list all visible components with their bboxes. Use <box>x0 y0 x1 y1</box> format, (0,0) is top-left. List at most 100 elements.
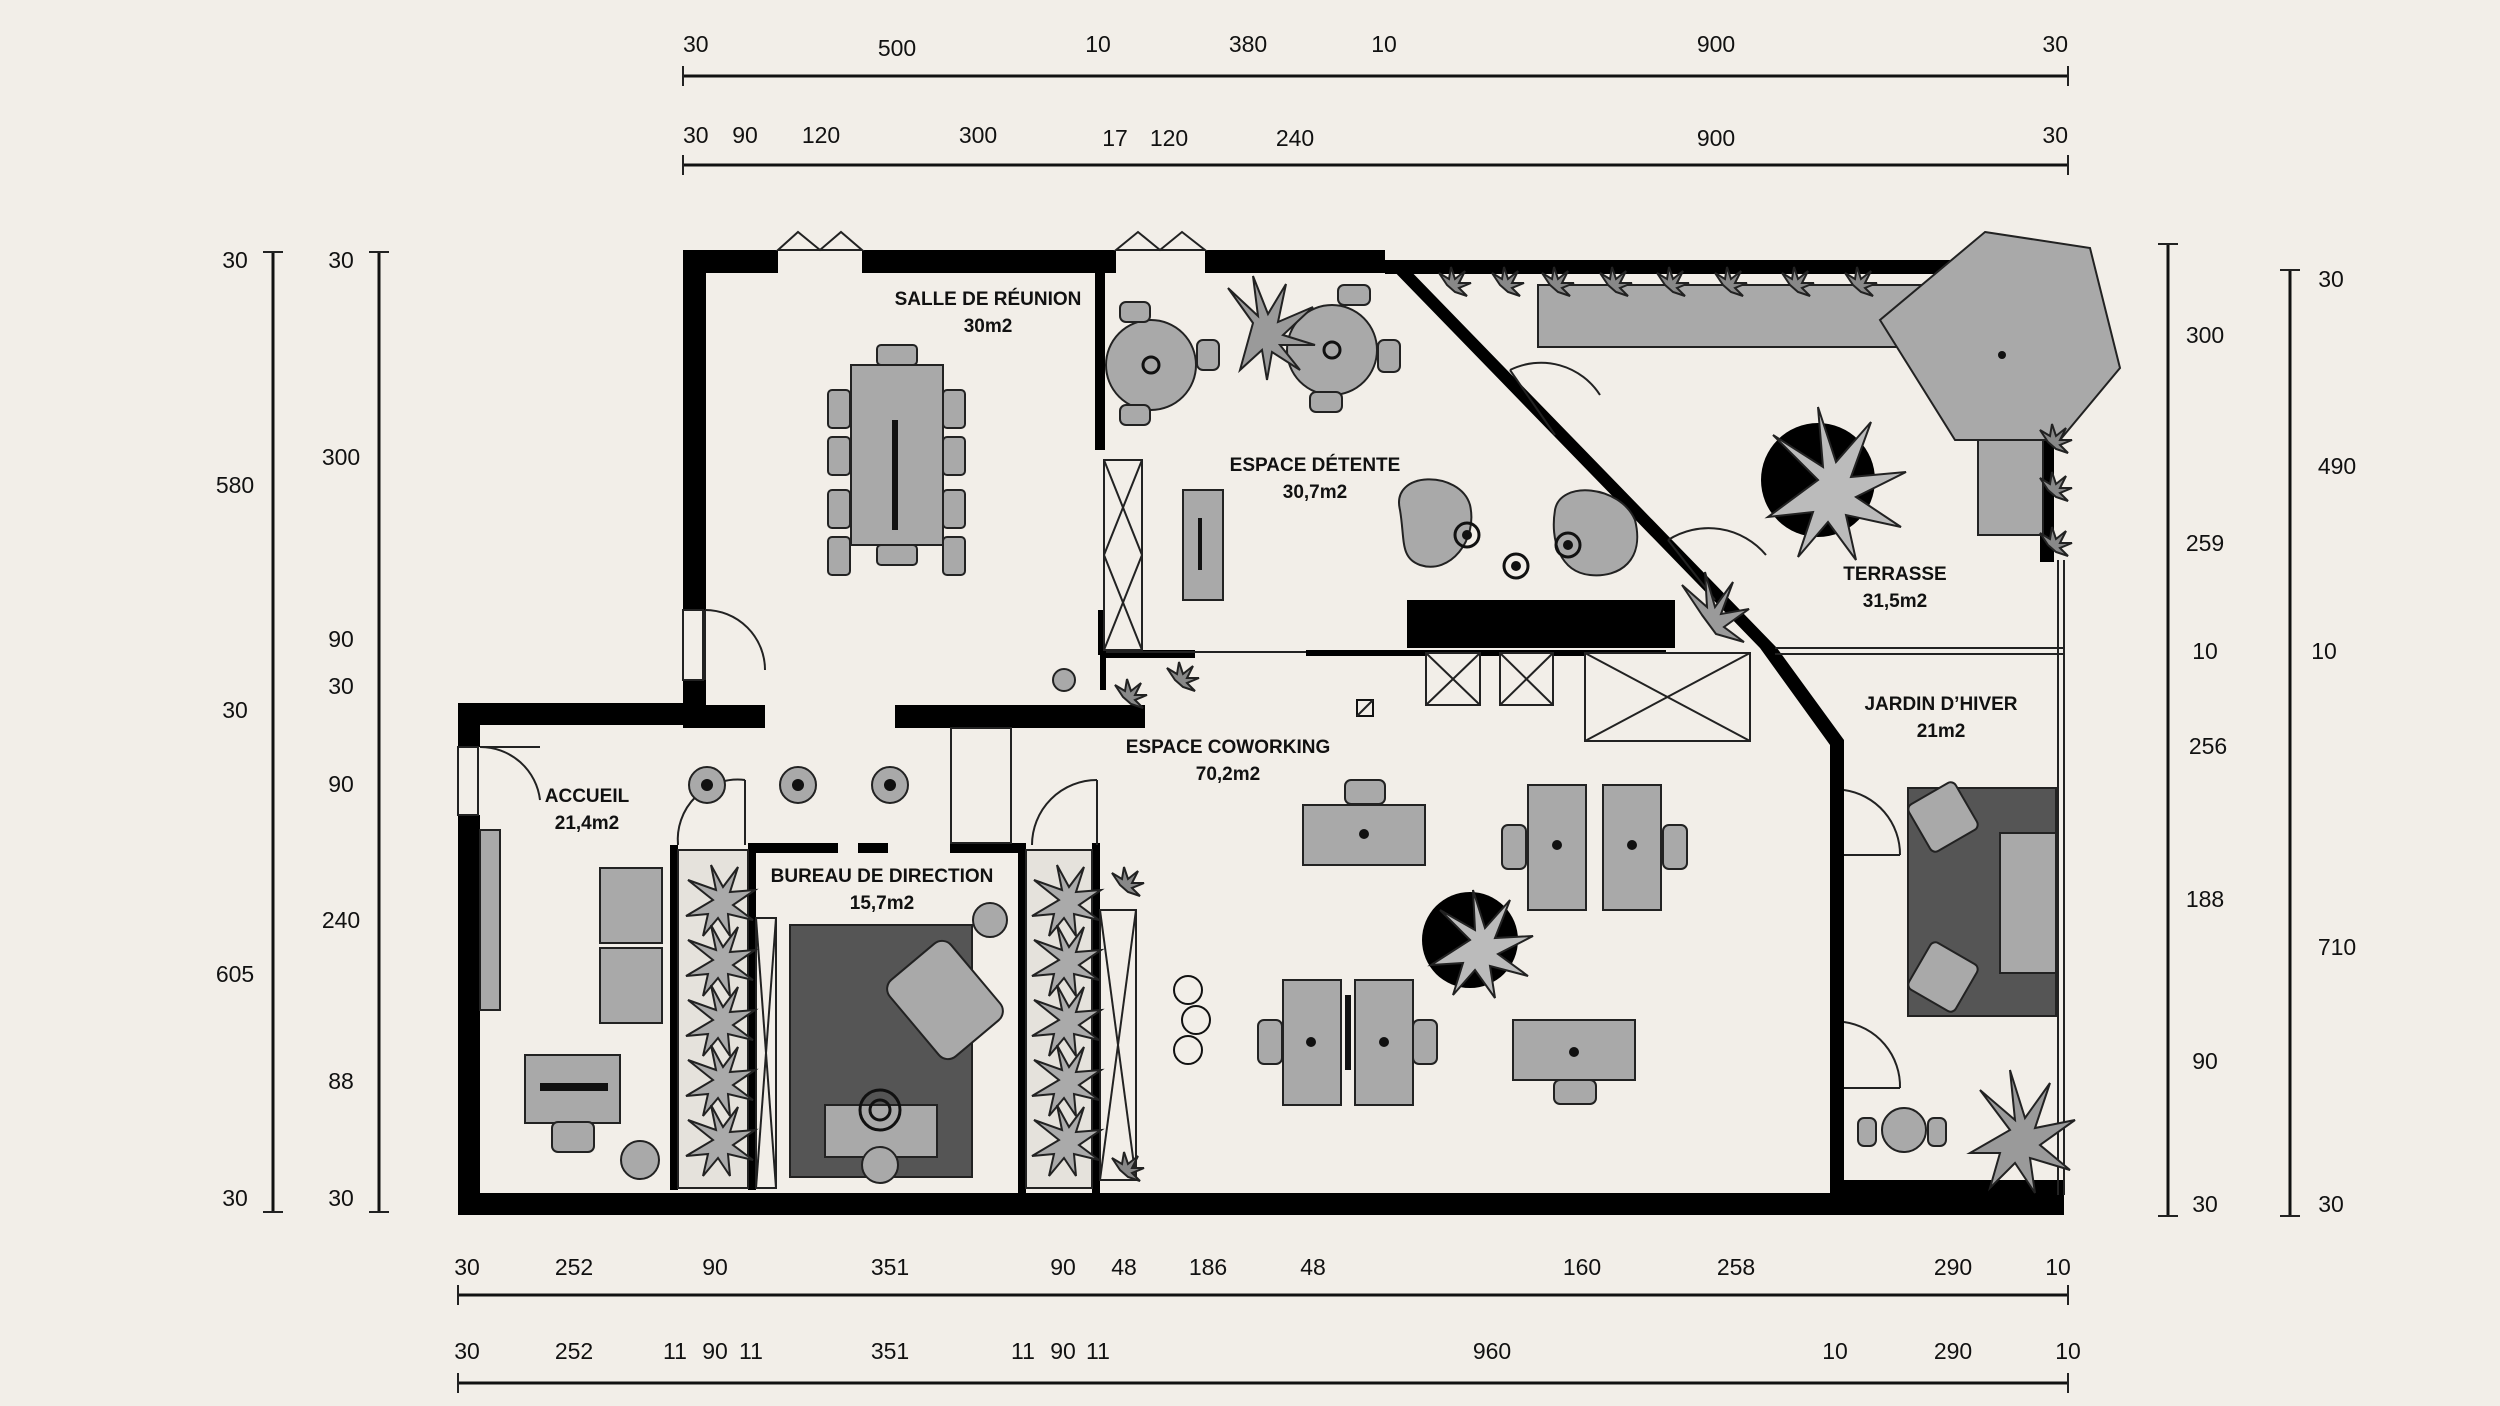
dimension-label: 11 <box>1011 1338 1035 1364</box>
plant-icon <box>1031 984 1105 1057</box>
dimension-label: 10 <box>2045 1254 2071 1280</box>
plant-icon <box>1031 864 1105 937</box>
dimension-label: 259 <box>2186 530 2224 556</box>
dimension-label: 90 <box>2192 1048 2218 1074</box>
dimension-label: 88 <box>328 1068 354 1094</box>
room-area-salle-reunion: 30m2 <box>964 316 1013 337</box>
furniture-accueil <box>479 766 909 1180</box>
furniture-terrasse <box>1537 230 2122 537</box>
thin-boundaries <box>1106 560 2065 1195</box>
dimension-label: 10 <box>2311 638 2337 664</box>
room-name-espace-detente: ESPACE DÉTENTE <box>1230 454 1401 476</box>
dimension-label: 30 <box>222 247 248 273</box>
plant-icon <box>1031 1044 1105 1117</box>
dimension-label: 252 <box>555 1338 593 1364</box>
plant-icon <box>685 984 759 1057</box>
furniture-espace-detente <box>1105 284 1639 601</box>
dimension-label: 960 <box>1473 1338 1511 1364</box>
room-name-accueil: ACCUEIL <box>545 786 630 807</box>
dimension-label: 490 <box>2318 453 2356 479</box>
plant-icon <box>2039 526 2073 557</box>
dimension-label: 380 <box>1229 31 1267 57</box>
plant-icon <box>1427 889 1534 999</box>
room-name-salle-reunion: SALLE DE RÉUNION <box>895 288 1082 310</box>
dimension-label: 256 <box>2189 733 2227 759</box>
dimension-labels-bottom-2: 30 252 11 90 11 351 11 90 11 960 10 290 … <box>454 1338 2081 1364</box>
dimension-label: 10 <box>1371 31 1397 57</box>
plant-icon <box>2039 471 2073 502</box>
dimension-label: 300 <box>322 444 360 470</box>
plant-icon <box>2039 423 2073 454</box>
dimension-label: 11 <box>663 1338 687 1364</box>
room-area-jardin-hiver: 21m2 <box>1917 721 1966 742</box>
dimension-label: 351 <box>871 1338 909 1364</box>
dimension-label: 30 <box>2192 1191 2218 1217</box>
dimension-label: 900 <box>1697 125 1735 151</box>
plant-icon <box>685 1104 759 1177</box>
dimension-lines <box>263 66 2300 1393</box>
dimension-label: 10 <box>2055 1338 2081 1364</box>
plant-icon <box>1966 1069 2076 1194</box>
dimension-label: 30 <box>2318 1191 2344 1217</box>
dimension-label: 160 <box>1563 1254 1601 1280</box>
furniture-coworking <box>1099 652 1751 1181</box>
dimension-label: 186 <box>1189 1254 1227 1280</box>
dimension-label: 710 <box>2318 934 2356 960</box>
dimension-label: 500 <box>878 35 916 61</box>
plant-icon <box>1166 661 1200 692</box>
dimension-labels-bottom-1: 30 252 90 351 90 48 186 48 160 258 290 1… <box>454 1254 2071 1280</box>
room-name-jardin-hiver: JARDIN D’HIVER <box>1864 694 2017 715</box>
dimension-label: 30 <box>328 247 354 273</box>
dimension-label: 10 <box>1822 1338 1848 1364</box>
room-area-espace-coworking: 70,2m2 <box>1196 764 1260 785</box>
dimension-label: 30 <box>454 1254 480 1280</box>
plant-icon <box>1111 1151 1145 1182</box>
room-area-accueil: 21,4m2 <box>555 813 619 834</box>
dimension-label: 90 <box>328 771 354 797</box>
dimension-label: 900 <box>1697 31 1735 57</box>
plant-icon <box>1844 266 1878 297</box>
dimension-labels-top-2: 30 90 120 300 17 120 240 900 30 <box>683 122 2068 151</box>
dimension-label: 300 <box>959 122 997 148</box>
room-name-bureau-direction: BUREAU DE DIRECTION <box>771 866 994 887</box>
plant-icon <box>1491 266 1525 297</box>
plants <box>685 266 2076 1194</box>
plant-icon <box>1714 266 1748 297</box>
dimension-label: 240 <box>322 907 360 933</box>
dimension-label: 90 <box>1050 1338 1076 1364</box>
dimension-label: 120 <box>1150 125 1188 151</box>
dimension-label: 240 <box>1276 125 1314 151</box>
dimension-label: 10 <box>2192 638 2218 664</box>
dimension-label: 30 <box>683 31 709 57</box>
room-area-espace-detente: 30,7m2 <box>1283 482 1347 503</box>
dimension-label: 258 <box>1717 1254 1755 1280</box>
furniture-jardin-hiver <box>1857 781 2057 1153</box>
plant-icon <box>1781 266 1815 297</box>
dimension-labels-top-1: 30 500 10 380 10 900 30 <box>683 31 2068 61</box>
room-name-terrasse: TERRASSE <box>1843 564 1946 585</box>
room-area-terrasse: 31,5m2 <box>1863 591 1927 612</box>
plant-icon <box>685 1044 759 1117</box>
dimension-label: 605 <box>216 961 254 987</box>
dimension-label: 300 <box>2186 322 2224 348</box>
plant-icon <box>1681 571 1750 643</box>
dimension-label: 252 <box>555 1254 593 1280</box>
dimension-label: 30 <box>2042 122 2068 148</box>
dimension-label: 290 <box>1934 1338 1972 1364</box>
dimension-label: 90 <box>1050 1254 1076 1280</box>
plant-icon <box>685 864 759 937</box>
dimension-label: 30 <box>222 1185 248 1211</box>
plant-icon <box>1541 266 1575 297</box>
plant-icon <box>1114 678 1148 709</box>
dimension-label: 48 <box>1300 1254 1326 1280</box>
small-plants <box>1111 266 2073 1182</box>
dimension-label: 30 <box>2042 31 2068 57</box>
plant-icon <box>1031 924 1105 997</box>
plant-icon <box>685 924 759 997</box>
dimension-labels-right-outer: 30 490 10 710 30 <box>2311 266 2356 1217</box>
dimension-label: 90 <box>702 1254 728 1280</box>
dimension-label: 90 <box>328 626 354 652</box>
room-labels: SALLE DE RÉUNION 30m2 ESPACE DÉTENTE 30,… <box>545 288 2018 914</box>
dimension-label: 30 <box>2318 266 2344 292</box>
